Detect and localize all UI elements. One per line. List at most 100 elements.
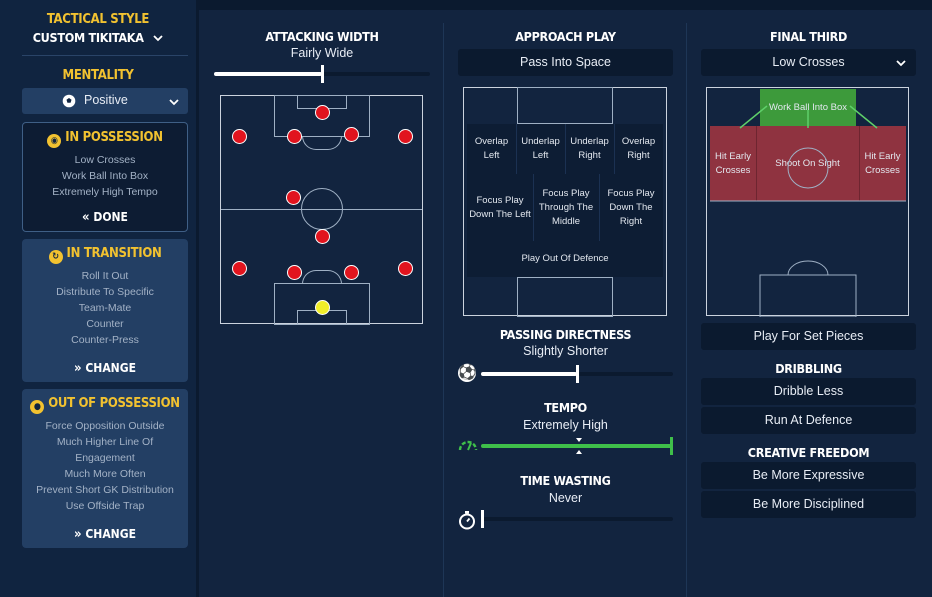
zone-underlap-left[interactable]: Underlap Left	[521, 136, 560, 161]
time-wasting-slider[interactable]	[481, 510, 673, 528]
football-icon	[62, 94, 76, 108]
dribble-less-button[interactable]: Dribble Less	[701, 378, 916, 405]
mentality-value: Positive	[84, 93, 128, 107]
zone-focus-right[interactable]: Focus Play Down The Right	[607, 187, 655, 227]
zone-divider	[859, 126, 860, 201]
in-transition-list: Roll It Out Distribute To Specific Team-…	[22, 268, 188, 348]
zone-divider	[756, 126, 757, 201]
be-more-disciplined-button[interactable]: Be More Disciplined	[701, 491, 916, 518]
list-item: Roll It Out	[81, 270, 129, 282]
zone-hit-early-crosses-right[interactable]: Hit Early Crosses	[864, 150, 901, 176]
player-left-centre-back[interactable]	[287, 265, 302, 280]
player-striker[interactable]	[315, 105, 330, 120]
chevron-down-icon	[169, 99, 179, 106]
approach-play-title: APPROACH PLAY	[515, 29, 616, 44]
chevron-down-icon	[896, 60, 906, 67]
slider-handle[interactable]	[481, 510, 484, 528]
zone-focus-left[interactable]: Focus Play Down The Left	[469, 194, 531, 220]
be-more-expressive-button[interactable]: Be More Expressive	[701, 462, 916, 489]
time-wasting-title: TIME WASTING	[520, 473, 611, 488]
penalty-area-bottom	[517, 277, 613, 317]
player-right-winger[interactable]	[398, 129, 413, 144]
zone-divider	[533, 174, 534, 241]
list-item: Force Opposition Outside	[45, 420, 165, 432]
football-icon: ⚽	[458, 364, 477, 382]
list-item: Team-Mate	[78, 302, 132, 314]
in-possession-title: IN POSSESSION	[65, 130, 163, 145]
zone-play-out-of-defence[interactable]: Play Out Of Defence	[521, 253, 609, 264]
tactical-style-value: CUSTOM TIKITAKA	[32, 30, 144, 45]
list-item: Low Crosses	[74, 154, 136, 166]
tactical-style-label: TACTICAL STYLE	[46, 12, 150, 27]
cross-arrows	[710, 105, 906, 317]
zone-divider	[599, 174, 600, 241]
out-of-possession-panel[interactable]: ●OUT OF POSSESSION Force Opposition Outs…	[22, 389, 188, 548]
player-right-back[interactable]	[398, 261, 413, 276]
chevron-down-icon	[153, 35, 163, 42]
column-divider	[686, 23, 687, 597]
tempo-title: TEMPO	[544, 400, 587, 415]
stopwatch-icon	[459, 511, 475, 530]
list-item: Much Higher Line Of	[56, 436, 154, 448]
in-transition-panel[interactable]: ↻IN TRANSITION Roll It Out Distribute To…	[22, 239, 188, 382]
run-at-defence-button[interactable]: Run At Defence	[701, 407, 916, 434]
final-third-value: Low Crosses	[772, 55, 845, 69]
divider	[22, 55, 188, 56]
change-transition-button[interactable]: » CHANGE	[74, 361, 136, 376]
player-left-forward[interactable]	[287, 129, 302, 144]
in-possession-panel[interactable]: ◉IN POSSESSION Low Crosses Work Ball Int…	[22, 122, 188, 232]
out-of-possession-list: Force Opposition Outside Much Higher Lin…	[22, 418, 188, 514]
change-out-of-possession-button[interactable]: » CHANGE	[74, 527, 136, 542]
out-of-possession-title: OUT OF POSSESSION	[48, 396, 180, 411]
attacking-width-value: Fairly Wide	[290, 46, 354, 60]
mentality-label: MENTALITY	[62, 68, 134, 83]
tempo-slider[interactable]	[481, 437, 673, 455]
column-divider	[443, 23, 444, 597]
slider-handle[interactable]	[576, 365, 579, 383]
tactical-style-dropdown[interactable]: CUSTOM TIKITAKA	[0, 30, 196, 45]
list-item: Distribute To Specific	[56, 286, 154, 298]
player-central-midfielder[interactable]	[286, 190, 301, 205]
zone-hit-early-crosses-left[interactable]: Hit Early Crosses	[715, 150, 751, 176]
attacking-width-title: ATTACKING WIDTH	[265, 29, 379, 44]
zone-overlap-left[interactable]: Overlap Left	[474, 136, 509, 161]
passing-directness-slider[interactable]	[481, 365, 673, 383]
zone-shoot-on-sight[interactable]: Shoot On Sight	[775, 157, 840, 169]
double-chevron-right-icon: »	[74, 527, 82, 542]
slider-handle[interactable]	[670, 437, 673, 455]
approach-play-pitch: Overlap Left Underlap Left Underlap Righ…	[463, 87, 667, 317]
player-right-centre-back[interactable]	[344, 265, 359, 280]
penalty-area-top	[517, 87, 613, 124]
zone-overlap-right[interactable]: Overlap Right	[621, 136, 656, 161]
recommended-marker-bottom	[576, 450, 582, 454]
zone-focus-middle[interactable]: Focus Play Through The Middle	[538, 187, 594, 227]
mentality-dropdown[interactable]: Positive	[22, 88, 188, 114]
in-possession-heading: ◉IN POSSESSION	[23, 130, 187, 148]
ball-possession-icon: ◉	[47, 134, 62, 148]
final-third-title: FINAL THIRD	[769, 29, 848, 44]
zone-underlap-right[interactable]: Underlap Right	[570, 136, 609, 161]
player-goalkeeper[interactable]	[315, 300, 330, 315]
attacking-width-slider[interactable]	[214, 65, 430, 83]
list-item: Counter-Press	[71, 334, 139, 346]
final-third-dropdown[interactable]: Low Crosses	[701, 49, 916, 76]
player-defensive-midfielder[interactable]	[315, 229, 330, 244]
play-for-set-pieces-button[interactable]: Play For Set Pieces	[701, 323, 916, 350]
penalty-arc-top	[302, 136, 342, 150]
player-left-back[interactable]	[232, 261, 247, 276]
approach-play-dropdown[interactable]: Pass Into Space	[458, 49, 673, 76]
slider-fill	[481, 444, 673, 448]
double-chevron-right-icon: »	[74, 361, 82, 376]
creative-freedom-title: CREATIVE FREEDOM	[747, 445, 870, 460]
player-left-winger[interactable]	[232, 129, 247, 144]
final-third-pitch: Hit Early Crosses Shoot On Sight Hit Ear…	[706, 87, 909, 317]
double-chevron-left-icon: «	[82, 210, 90, 225]
defence-icon: ●	[30, 400, 45, 414]
player-right-forward[interactable]	[344, 127, 359, 142]
slider-fill	[214, 72, 322, 76]
done-button[interactable]: « DONE	[82, 210, 128, 225]
list-item: Much More Often	[64, 468, 146, 480]
slider-fill	[481, 372, 577, 376]
zone-divider	[516, 124, 517, 174]
slider-handle[interactable]	[321, 65, 324, 83]
